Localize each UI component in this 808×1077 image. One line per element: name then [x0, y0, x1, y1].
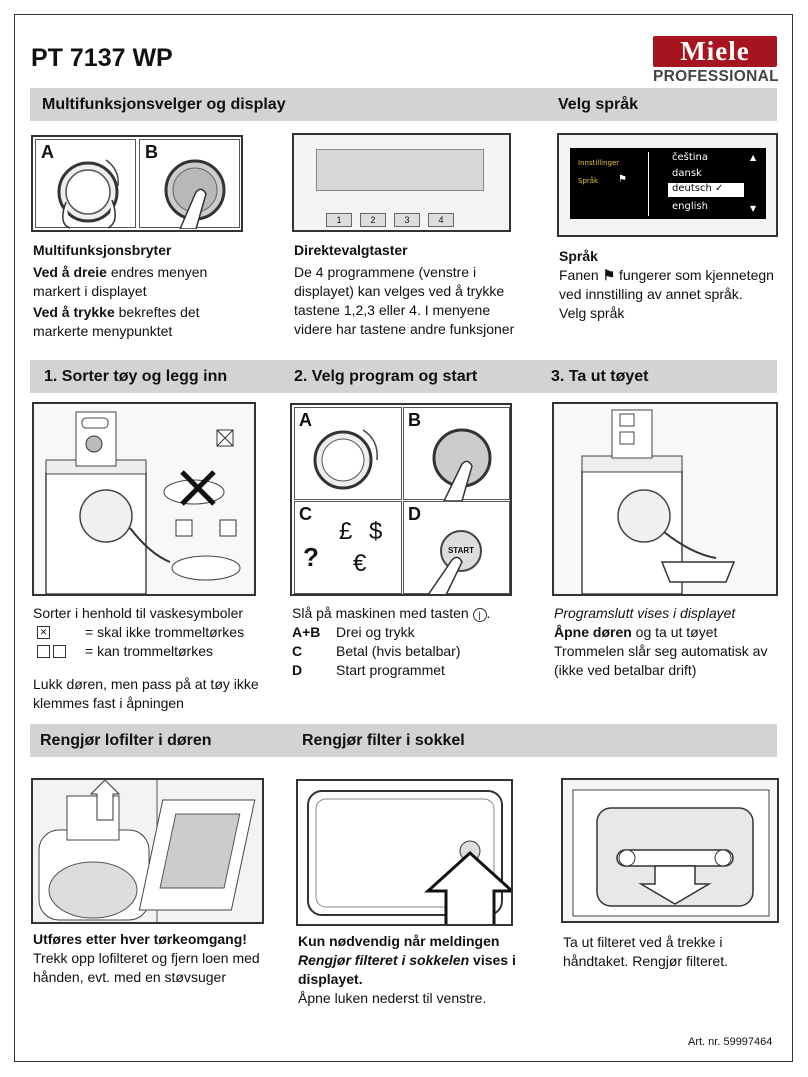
step-b: B	[403, 407, 510, 502]
sort-note: Lukk døren, men pass på at tøy ikke klem…	[33, 676, 259, 711]
section2-band: 1. Sorter tøy og legg inn 2. Velg progra…	[30, 360, 777, 393]
logo-brand: Miele	[653, 36, 777, 67]
turn-knob-icon-2	[313, 429, 378, 490]
display-screen	[316, 149, 484, 191]
language-screen: Innstillinger Språk ⚑ čeština dansk deut…	[570, 148, 766, 219]
direct-keys-text: Direktevalgtaster De 4 programmene (vens…	[294, 241, 524, 339]
filter-removal-illustration	[561, 778, 779, 923]
article-number: Art. nr. 59997464	[688, 1036, 773, 1048]
turn-text: endres menyen markert i displayet	[33, 264, 208, 299]
language-illustration: Innstillinger Språk ⚑ čeština dansk deut…	[557, 133, 778, 237]
flag-icon: ⚑	[618, 174, 627, 185]
step-c: C £ $ ? €	[294, 501, 402, 594]
program-illustration: A B C £ $ ? € D START	[290, 403, 512, 596]
menu-settings: Innstillinger	[578, 159, 620, 167]
band-sort: 1. Sorter tøy og legg inn	[44, 368, 228, 385]
door-filter-text: Utføres etter hver tørkeomgang! Trekk op…	[33, 930, 263, 987]
dollar-icon: $	[369, 518, 383, 545]
press-text: bekreftes det markerte menypunktet	[33, 304, 200, 339]
tumble-ok-icon-2	[53, 645, 66, 658]
key-4[interactable]: 4	[428, 213, 454, 227]
plinth-text: Kun nødvendig når meldingen Rengjør filt…	[298, 932, 523, 1008]
logo-sub: PROFESSIONAL	[653, 68, 779, 85]
press-bold: Ved å trykke	[33, 304, 115, 320]
lang-danish[interactable]: dansk	[672, 168, 702, 179]
step-a: A	[294, 407, 402, 500]
every-cycle: Utføres etter hver tørkeomgang!	[33, 931, 247, 947]
turn-bold: Ved å dreie	[33, 264, 107, 280]
band-language: Velg språk	[558, 96, 639, 113]
page-title: PT 7137 WP	[31, 44, 173, 72]
label-b: B	[145, 142, 158, 162]
program-end: Programslutt vises i displayet	[554, 605, 736, 621]
language-heading: Språk	[559, 248, 598, 264]
press-knob-icon-2	[432, 428, 492, 502]
lang-english[interactable]: english	[672, 201, 708, 212]
filter-removal-text: Ta ut filteret ved å trekke i håndtaket.…	[563, 934, 728, 969]
question-icon: ?	[303, 542, 319, 572]
band-unload: 3. Ta ut tøyet	[551, 368, 649, 385]
power-icon: |	[472, 608, 487, 622]
scroll-up-icon[interactable]: ▲	[750, 153, 757, 162]
panel-a: A	[35, 139, 136, 229]
page-frame	[14, 14, 793, 1062]
turn-knob-icon	[57, 159, 119, 229]
key-2[interactable]: 2	[360, 213, 386, 227]
lint-filter-icon	[38, 780, 256, 922]
miele-logo: Miele PROFESSIONAL	[653, 36, 779, 86]
menu-language: Språk	[578, 177, 599, 185]
band-multifunction: Multifunksjonsvelger og display	[42, 96, 286, 113]
hatch-arrow-icon	[307, 790, 511, 924]
filter-handle-icon	[572, 789, 770, 917]
step-d: D START	[403, 501, 510, 594]
label-a: A	[41, 142, 54, 162]
section1-band: Multifunksjonsvelger og display Velg spr…	[30, 88, 777, 121]
dryer-laundry-icon	[45, 411, 241, 594]
display-panel: 1 2 3 4	[292, 133, 511, 232]
band-lint-plinth: Rengjør filter i sokkel	[302, 732, 465, 749]
unload-text: Programslutt vises i displayet Åpne døre…	[554, 604, 779, 680]
language-text: Språk Fanen ⚑ fungerer som kjennetegn ve…	[559, 247, 779, 323]
drum-off: Trommelen slår seg automatisk av (ikke v…	[554, 643, 768, 678]
choose-language: Velg språk	[559, 305, 625, 321]
tumble-ok-icon	[37, 645, 50, 658]
unload-illustration	[552, 402, 778, 596]
band-program: 2. Velg program og start	[294, 368, 478, 385]
press-knob-icon	[164, 159, 226, 230]
sort-illustration	[32, 402, 256, 596]
sort-intro: Sorter i henhold til vaskesymboler	[33, 605, 244, 621]
door-filter-illustration	[31, 778, 264, 924]
section3-band: Rengjør lofilter i døren Rengjør filter …	[30, 724, 777, 757]
no-tumble-icon: ✕	[37, 626, 50, 639]
lang-german[interactable]: deutsch ✓	[668, 183, 744, 197]
pound-icon: £	[339, 518, 353, 545]
selector-illustration: A B	[31, 135, 243, 232]
flag-glyph-icon: ⚑	[602, 267, 616, 283]
euro-icon: €	[353, 550, 367, 577]
key-1[interactable]: 1	[326, 213, 352, 227]
band-lint-door: Rengjør lofilter i døren	[40, 732, 212, 749]
lang-czech[interactable]: čeština	[672, 152, 709, 163]
direct-keys-body: De 4 programmene (venstre i displayet) k…	[294, 264, 515, 337]
key-3[interactable]: 3	[394, 213, 420, 227]
selector-text: Multifunksjonsbryter Ved å dreie endres …	[33, 241, 248, 341]
plinth-hatch-illustration	[296, 779, 513, 926]
direct-keys-heading: Direktevalgtaster	[294, 242, 408, 258]
scroll-down-icon[interactable]: ▼	[750, 204, 757, 213]
dryer-unload-icon	[581, 409, 736, 594]
plinth-body: Åpne luken nederst til venstre.	[298, 990, 487, 1006]
panel-b: B	[139, 139, 240, 230]
sort-text: Sorter i henhold til vaskesymboler ✕= sk…	[33, 604, 263, 713]
selector-heading: Multifunksjonsbryter	[33, 242, 172, 258]
door-filter-body: Trekk opp lofilteret og fjern loen med h…	[33, 950, 260, 985]
